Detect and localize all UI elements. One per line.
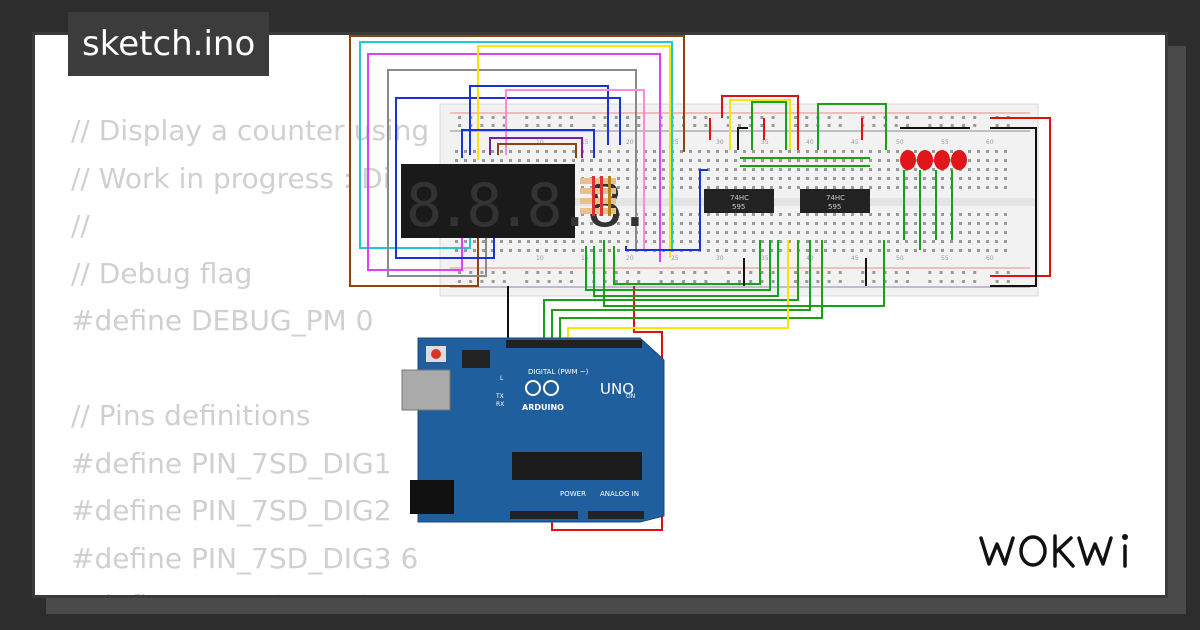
wire-green-6 xyxy=(585,240,771,291)
column-number: 35 xyxy=(761,139,769,146)
code-line: // Pins definitions xyxy=(71,399,311,432)
chip-1-sub: 595 xyxy=(732,203,745,211)
wire-blue-mid xyxy=(461,129,595,158)
wire-green-1 xyxy=(543,240,799,346)
power-jack xyxy=(410,480,454,514)
wire-yellow-pin xyxy=(567,240,789,346)
wire-brown-2 xyxy=(497,143,577,158)
column-number: 20 xyxy=(626,139,634,146)
column-number: 35 xyxy=(761,255,769,262)
analog-header-label: ANALOG IN xyxy=(600,490,639,498)
column-number: 10 xyxy=(536,255,544,262)
column-number: 30 xyxy=(716,139,724,146)
wire-green-5 xyxy=(593,240,779,297)
tx-label: TX xyxy=(495,393,504,400)
arduino-logo xyxy=(525,380,559,396)
wire-blue-chip xyxy=(625,169,708,251)
microcontroller-chip xyxy=(512,452,642,480)
column-number: 60 xyxy=(986,139,994,146)
reset-button-cap xyxy=(431,349,441,359)
resistor-array xyxy=(580,176,616,216)
on-label: ON xyxy=(626,393,635,400)
arduino-model: UNO xyxy=(600,380,634,398)
wire-cyan xyxy=(359,41,673,250)
column-number: 10 xyxy=(536,139,544,146)
chip-2-sub: 595 xyxy=(828,203,841,211)
wire-red-rail xyxy=(990,117,1051,277)
column-number: 15 xyxy=(581,255,589,262)
wire-pink xyxy=(505,89,645,250)
wire-magenta xyxy=(367,53,661,271)
code-line: // Display a counter using xyxy=(71,114,430,147)
column-number: 55 xyxy=(941,139,949,146)
project-title[interactable]: sketch.ino xyxy=(68,12,270,76)
code-line: #define PIN_7SD_DIG2 xyxy=(71,494,392,527)
power-pin-header xyxy=(510,511,578,519)
column-number: 25 xyxy=(671,139,679,146)
code-line: #define PIN_7SD_DIG1 xyxy=(71,446,392,480)
wire-purple xyxy=(489,137,583,158)
code-preview: // Display a counter using // Work in pro… xyxy=(71,107,430,595)
digital-header xyxy=(506,340,642,348)
rx-label: RX xyxy=(496,401,504,408)
wire-blue-top xyxy=(469,85,609,155)
wire-green-7 xyxy=(613,240,761,285)
icsp-header xyxy=(462,350,490,368)
shift-register-1[interactable]: 74HC 595 xyxy=(704,189,774,213)
column-number: 15 xyxy=(581,139,589,146)
code-line: // xyxy=(71,209,90,242)
wokwi-logo[interactable] xyxy=(975,526,1150,576)
wire-yellow-top xyxy=(477,45,671,258)
wire-green-top xyxy=(751,101,787,150)
led-group xyxy=(900,150,967,170)
column-number: 45 xyxy=(851,139,859,146)
wire-black-rail xyxy=(990,127,1037,287)
power-header-label: POWER xyxy=(560,490,586,498)
led-l-label: L xyxy=(500,375,504,382)
column-number: 50 xyxy=(896,255,904,262)
arduino-uno[interactable]: DIGITAL (PWM ~) UNO ARDUINO POWER ANALOG… xyxy=(401,337,665,523)
column-number: 25 xyxy=(671,255,679,262)
wire-yellow-chip xyxy=(729,99,791,150)
led-1[interactable] xyxy=(900,150,916,170)
arduino-brand: ARDUINO xyxy=(522,403,564,412)
column-number: 55 xyxy=(941,255,949,262)
wires xyxy=(349,35,1051,531)
code-line: #define DEBUG_PM 0 xyxy=(71,304,374,337)
led-3[interactable] xyxy=(934,150,950,170)
code-line: #define PIN_7SD_DIG3 6 xyxy=(71,541,419,575)
column-number: 50 xyxy=(896,139,904,146)
column-number: 40 xyxy=(806,139,814,146)
code-line: #define PIN_7SD_DIG4 7 xyxy=(71,582,429,595)
chip-1-label: 74HC xyxy=(730,194,749,202)
digital-header-label: DIGITAL (PWM ~) xyxy=(528,368,589,376)
analog-pin-header xyxy=(588,511,644,519)
wire-gray xyxy=(387,69,637,277)
wire-green-4 xyxy=(603,240,885,307)
column-number: 30 xyxy=(716,255,724,262)
led-2[interactable] xyxy=(917,150,933,170)
column-number: 20 xyxy=(626,255,634,262)
wire-red-top xyxy=(721,95,799,150)
code-line: // Work in progress : Di xyxy=(71,161,391,195)
column-number: 45 xyxy=(851,255,859,262)
usb-port xyxy=(401,369,451,411)
led-4[interactable] xyxy=(951,150,967,170)
shift-register-2[interactable]: 74HC 595 xyxy=(800,189,870,213)
wire-green-2 xyxy=(551,240,811,346)
wire-green-3 xyxy=(559,240,823,346)
chip-2-label: 74HC xyxy=(826,194,845,202)
code-line: // Debug flag xyxy=(71,256,253,290)
wire-green-top2 xyxy=(817,103,887,150)
wire-blue-left xyxy=(395,97,621,259)
wire-black-top xyxy=(737,127,748,150)
column-number: 60 xyxy=(986,255,994,262)
